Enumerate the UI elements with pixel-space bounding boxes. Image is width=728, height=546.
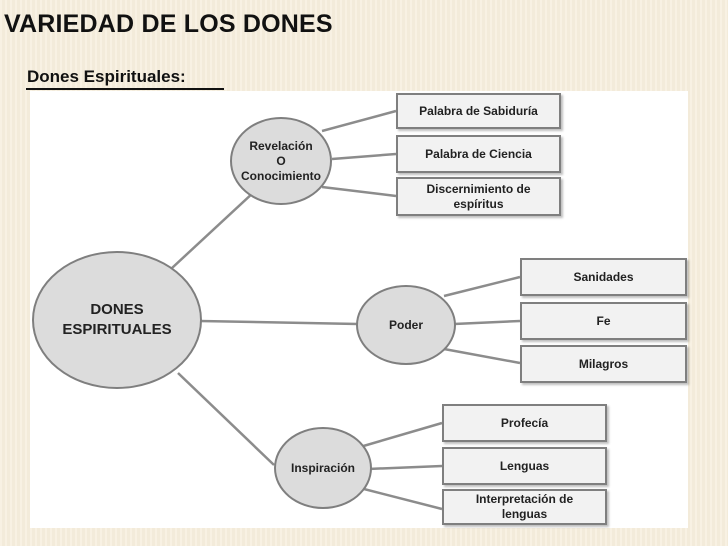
group-node-poder: Poder [356, 285, 456, 365]
gifts-diagram: DONES ESPIRITUALES Revelación O Conocimi… [30, 91, 688, 528]
connector-revelacion-discernimiento [321, 185, 397, 198]
gift-box-interpretacion: Interpretación de lenguas [442, 489, 607, 525]
gift-box-palabra-sabiduria: Palabra de Sabiduría [396, 93, 561, 129]
connector-inspiracion-lenguas [367, 464, 443, 471]
slide-subtitle: Dones Espirituales: [27, 67, 186, 86]
connector-root-inspiracion [177, 372, 275, 466]
gift-box-sanidades: Sanidades [520, 258, 687, 296]
group-label-revelacion: Revelación O Conocimiento [241, 138, 321, 183]
gift-box-milagros: Milagros [520, 345, 687, 383]
connector-poder-fe [453, 319, 521, 326]
gift-label: Milagros [578, 356, 629, 371]
gift-label: Discernimiento de espíritus [426, 181, 531, 211]
connector-lines [171, 109, 521, 511]
gift-box-fe: Fe [520, 302, 687, 340]
gift-label: Profecía [500, 415, 549, 430]
group-label-inspiracion: Inspiración [290, 460, 355, 475]
connector-inspiracion-profecia [359, 421, 443, 449]
gift-box-profecia: Profecía [442, 404, 607, 442]
connector-root-revelacion [171, 190, 256, 269]
connector-inspiracion-interpretacion [359, 486, 443, 511]
gift-label: Palabra de Sabiduría [419, 103, 538, 118]
connector-revelacion-sabiduria [321, 109, 397, 133]
gift-box-lenguas: Lenguas [442, 447, 607, 485]
subtitle-underline [26, 88, 224, 90]
gift-label: Lenguas [499, 458, 550, 473]
root-label: DONES ESPIRITUALES [62, 301, 172, 338]
gift-label: Interpretación de lenguas [475, 492, 574, 521]
connector-root-poder [199, 319, 359, 326]
group-node-revelacion: Revelación O Conocimiento [230, 117, 332, 205]
gift-label: Palabra de Ciencia [425, 146, 532, 161]
gift-label: Sanidades [573, 269, 634, 284]
connector-poder-sanidades [443, 275, 521, 298]
gift-label: Fe [596, 313, 611, 328]
connector-revelacion-ciencia [331, 152, 397, 161]
gift-box-palabra-ciencia: Palabra de Ciencia [396, 135, 561, 173]
gift-box-discernimiento: Discernimiento de espíritus [396, 177, 561, 216]
root-node: DONES ESPIRITUALES [32, 251, 202, 389]
group-label-poder: Poder [388, 317, 423, 332]
group-node-inspiracion: Inspiración [274, 427, 372, 509]
connector-poder-milagros [443, 347, 521, 365]
slide-title: VARIEDAD DE LOS DONES [4, 10, 333, 38]
